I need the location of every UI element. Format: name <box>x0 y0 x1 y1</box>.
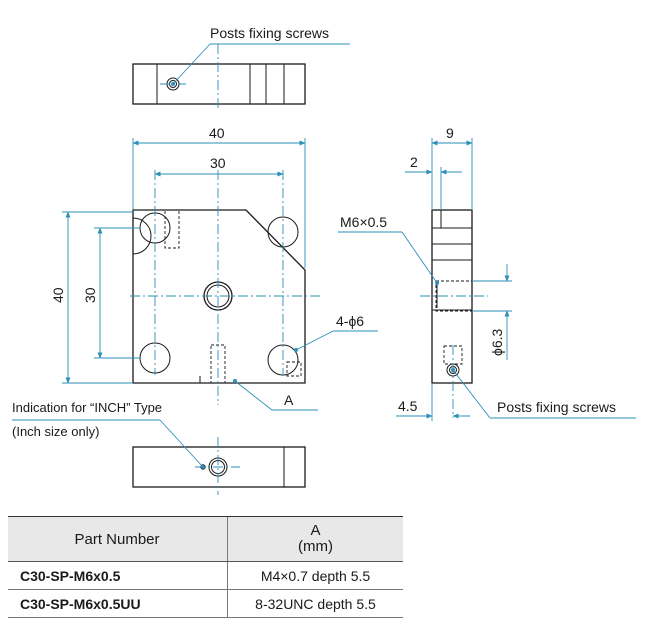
front-view: 40 30 40 30 4-ϕ6 A <box>50 125 378 411</box>
section-a-label: A <box>284 392 294 408</box>
holes-callout-label: 4-ϕ6 <box>336 313 364 329</box>
header-a: A (mm) <box>227 516 403 562</box>
posts-fixing-screws-side-label: Posts fixing screws <box>497 399 616 415</box>
top-view: Posts fixing screws <box>132 25 350 110</box>
bottom-view: Indication for “INCH” Type (Inch size on… <box>12 400 306 495</box>
table-row: C30-SP-M6x0.5UU 8-32UNC depth 5.5 <box>8 589 403 618</box>
part-number-cell: C30-SP-M6x0.5 <box>8 561 228 590</box>
dim-thickness-9: 9 <box>446 125 454 141</box>
dim-height-40: 40 <box>50 287 66 303</box>
header-a-label: A <box>310 522 321 539</box>
table-row: C30-SP-M6x0.5 M4×0.7 depth 5.5 <box>8 561 403 590</box>
dim-pitch-y-30: 30 <box>82 287 98 303</box>
dim-width-40: 40 <box>209 125 225 141</box>
dim-offset-2: 2 <box>410 154 418 170</box>
thread-callout-label: M6×0.5 <box>340 214 387 230</box>
part-number-table: Part Number A (mm) C30-SP-M6x0.5 M4×0.7 … <box>8 516 403 618</box>
table-header-row: Part Number A (mm) <box>8 516 403 562</box>
header-part-number: Part Number <box>8 516 228 562</box>
dim-offset-4-5: 4.5 <box>398 398 418 414</box>
part-number-cell: C30-SP-M6x0.5UU <box>8 589 228 618</box>
inch-note-label: Indication for “INCH” Type <box>12 400 162 415</box>
dim-diameter-6-3: ϕ6.3 <box>489 328 505 356</box>
inch-note-sublabel: (Inch size only) <box>12 424 99 439</box>
a-value-cell: 8-32UNC depth 5.5 <box>227 589 403 618</box>
posts-fixing-screws-top-label: Posts fixing screws <box>210 25 329 41</box>
header-a-unit: (mm) <box>298 538 333 555</box>
a-value-cell: M4×0.7 depth 5.5 <box>227 561 403 590</box>
dim-pitch-x-30: 30 <box>210 155 226 171</box>
side-view: 9 2 M6×0.5 ϕ6.3 4.5 Posts fixing screws <box>338 125 636 421</box>
